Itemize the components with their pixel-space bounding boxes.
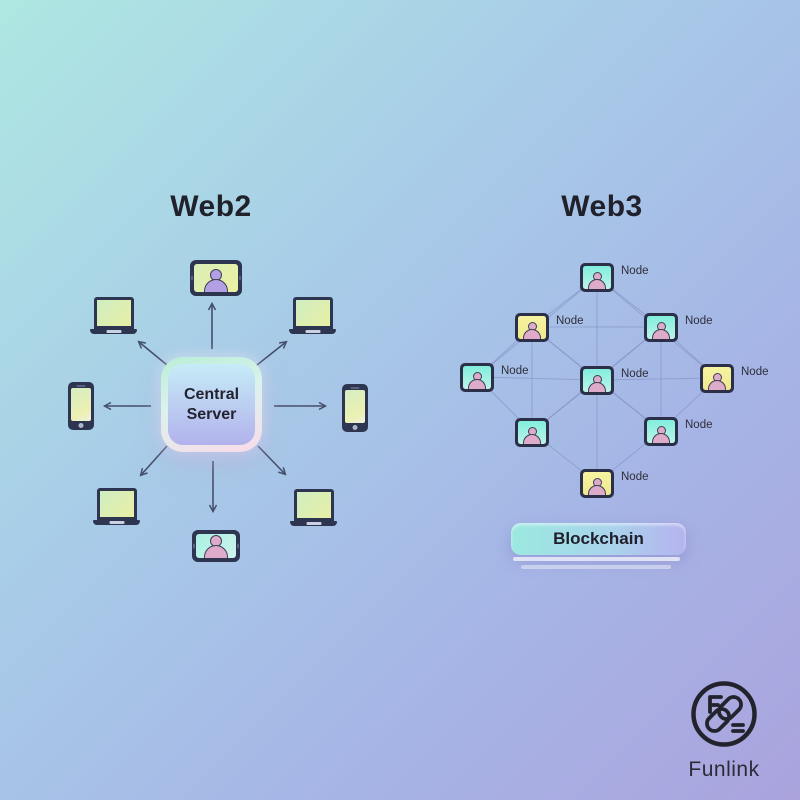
network-node-lower-left <box>515 417 549 447</box>
blockchain-underline-2 <box>521 565 671 569</box>
network-node-lower-right: Node <box>644 416 713 446</box>
user-icon <box>204 535 228 558</box>
user-icon <box>523 426 541 444</box>
laptop-screen <box>93 297 134 329</box>
user-icon <box>652 425 670 443</box>
laptop-base <box>290 521 337 526</box>
node-screen <box>647 315 675 339</box>
tablet-bottom <box>192 530 240 562</box>
network-node-top: Node <box>580 262 649 292</box>
network-node-center: Node <box>580 365 649 395</box>
node-label: Node <box>621 470 649 483</box>
web3-title: Web3 <box>561 190 643 223</box>
node-screen <box>518 315 546 339</box>
chain-link-icon <box>691 681 757 747</box>
laptop-base <box>90 329 137 334</box>
user-icon <box>708 372 726 390</box>
blockchain-label: Blockchain <box>553 529 644 548</box>
network-node-upper-right: Node <box>644 312 713 342</box>
user-icon <box>468 371 486 389</box>
laptop-screen <box>96 488 137 520</box>
web2-title: Web2 <box>170 190 252 223</box>
node-label: Node <box>501 364 529 377</box>
user-icon <box>588 374 606 392</box>
node-label: Node <box>621 367 649 380</box>
blockchain-bar: Blockchain <box>511 523 686 555</box>
network-node-mid-left: Node <box>460 362 529 392</box>
node-screen <box>583 368 611 392</box>
node-screen <box>518 420 546 444</box>
tablet-screen <box>194 264 238 292</box>
laptop-screen <box>292 297 333 329</box>
user-icon <box>204 269 228 292</box>
node-screen <box>583 265 611 289</box>
network-node-bottom: Node <box>580 468 649 498</box>
node-label: Node <box>741 365 769 378</box>
laptop-upper-left <box>90 297 137 334</box>
phone-screen <box>345 390 365 423</box>
tablet-top <box>190 260 242 296</box>
node-screen <box>583 471 611 495</box>
laptop-screen <box>293 489 334 521</box>
laptop-lower-left <box>93 488 140 525</box>
laptop-lower-right <box>290 489 337 526</box>
user-icon <box>588 477 606 495</box>
node-screen <box>703 366 731 390</box>
central-server-box: Central Server <box>161 357 262 452</box>
phone-right <box>342 384 368 432</box>
phone-left <box>68 382 94 430</box>
node-screen <box>463 365 491 389</box>
phone-screen <box>71 388 91 421</box>
blockchain-underline-1 <box>513 557 680 561</box>
node-screen <box>647 419 675 443</box>
brand-block: Funlink <box>684 676 764 782</box>
node-label: Node <box>621 264 649 277</box>
laptop-upper-right <box>289 297 336 334</box>
network-node-mid-right: Node <box>700 363 769 393</box>
laptop-base <box>289 329 336 334</box>
central-server-label: Central Server <box>168 364 255 445</box>
laptop-base <box>93 520 140 525</box>
node-label: Node <box>685 314 713 327</box>
user-icon <box>652 321 670 339</box>
node-label: Node <box>556 314 584 327</box>
tablet-screen <box>196 534 236 558</box>
node-label: Node <box>685 418 713 431</box>
network-node-upper-left: Node <box>515 312 584 342</box>
user-icon <box>588 271 606 289</box>
user-icon <box>523 321 541 339</box>
brand-name: Funlink <box>688 758 760 781</box>
